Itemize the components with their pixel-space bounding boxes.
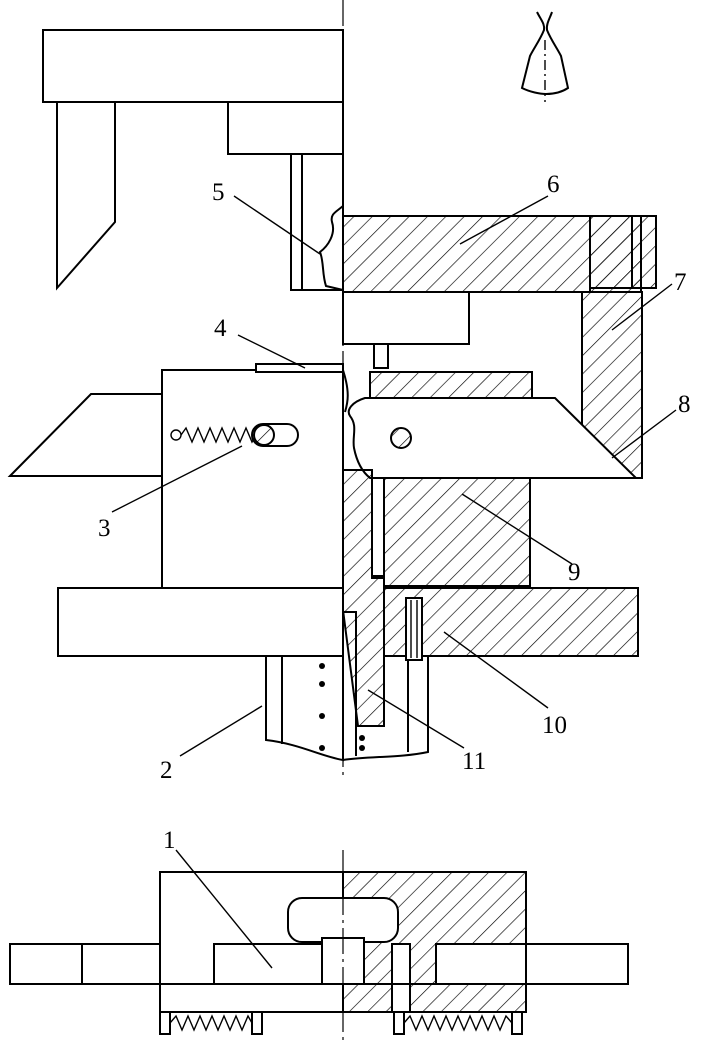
part-9-block bbox=[383, 477, 531, 587]
left-rail bbox=[9, 943, 161, 985]
lower-left-plate bbox=[57, 587, 344, 657]
part-2-guide bbox=[265, 655, 344, 762]
label-8: 8 bbox=[678, 391, 691, 418]
bottom-assembly bbox=[9, 871, 629, 1035]
right-rail bbox=[525, 943, 629, 985]
middle-body bbox=[161, 369, 344, 589]
part-5-workpiece bbox=[318, 205, 344, 291]
bottom-left-spring bbox=[159, 1011, 263, 1035]
slide-plate bbox=[342, 291, 470, 345]
slider-pin bbox=[390, 427, 412, 449]
link-pin bbox=[373, 343, 389, 369]
label-7: 7 bbox=[674, 269, 687, 296]
workpiece-profile-sketch bbox=[520, 11, 570, 96]
label-4: 4 bbox=[214, 315, 227, 342]
part-7-top bbox=[589, 215, 657, 289]
label-2: 2 bbox=[160, 757, 173, 784]
part-3-spring bbox=[170, 423, 299, 447]
label-5: 5 bbox=[212, 179, 225, 206]
upper-die-holder bbox=[42, 29, 344, 291]
left-wedge bbox=[7, 393, 163, 477]
label-6: 6 bbox=[547, 171, 560, 198]
label-9: 9 bbox=[568, 559, 581, 586]
label-10: 10 bbox=[542, 712, 567, 739]
right-guide bbox=[342, 611, 429, 761]
slider-housing-top bbox=[369, 371, 533, 399]
label-1: 1 bbox=[163, 827, 176, 854]
label-11: 11 bbox=[462, 748, 486, 775]
bottom-right-spring bbox=[393, 1011, 523, 1035]
part-10-pin bbox=[405, 597, 423, 661]
leader-lines bbox=[111, 195, 677, 969]
label-3: 3 bbox=[98, 515, 111, 542]
part-10-base bbox=[383, 587, 639, 657]
